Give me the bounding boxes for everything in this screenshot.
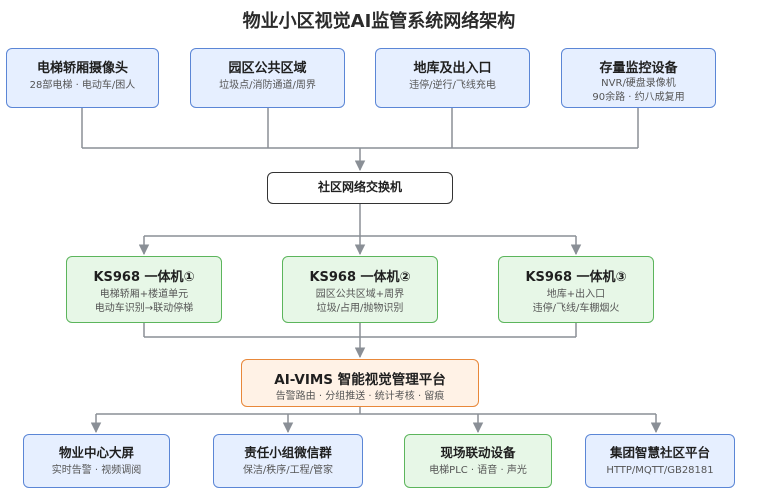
platform-sub: 告警路由 · 分组推送 · 统计考核 · 留痕 [275,391,445,402]
source-sub: 垃圾点/消防通道/周界 [219,80,316,91]
source-elevator-cameras: 电梯轿厢摄像头 28部电梯 · 电动车/困人 [6,48,159,108]
unit-title: KS968 一体机③ [525,270,627,285]
output-group-platform: 集团智慧社区平台 HTTP/MQTT/GB28181 [585,434,735,488]
output-sub: 电梯PLC · 语音 · 声光 [429,465,527,476]
source-sub: 28部电梯 · 电动车/困人 [29,80,136,91]
source-legacy-devices: 存量监控设备 NVR/硬盘录像机 90余路 · 约八成复用 [561,48,716,108]
source-sub: NVR/硬盘录像机 [601,78,676,89]
source-garage-entrance: 地库及出入口 违停/逆行/飞线充电 [375,48,530,108]
network-switch: 社区网络交换机 [267,172,453,204]
source-title: 存量监控设备 [599,61,678,76]
switch-title: 社区网络交换机 [317,180,402,194]
output-sub: 实时告警 · 视频调阅 [51,465,142,476]
source-title: 园区公共区域 [228,61,307,76]
output-title: 物业中心大屏 [58,445,134,460]
unit-sub-2: 电动车识别→联动停梯 [94,303,194,314]
ks968-unit-3: KS968 一体机③ 地库+出入口 违停/飞线/车棚烟火 [498,256,654,323]
platform-title: AI-VIMS 智能视觉管理平台 [274,372,446,388]
source-title: 地库及出入口 [413,61,492,76]
unit-sub: 电梯轿厢+楼道单元 [99,289,189,300]
output-title: 现场联动设备 [440,445,516,460]
unit-title: KS968 一体机② [309,270,411,285]
ks968-unit-1: KS968 一体机① 电梯轿厢+楼道单元 电动车识别→联动停梯 [66,256,222,323]
output-title: 责任小组微信群 [244,445,332,460]
output-sub: 保洁/秩序/工程/管家 [242,465,334,476]
unit-sub-2: 垃圾/占用/抛物识别 [316,303,404,314]
source-sub: 违停/逆行/飞线充电 [409,80,496,91]
source-sub-2: 90余路 · 约八成复用 [592,92,685,103]
unit-title: KS968 一体机① [93,270,195,285]
unit-sub: 园区公共区域+周界 [315,289,405,300]
output-sub: HTTP/MQTT/GB28181 [606,465,714,476]
output-title: 集团智慧社区平台 [609,445,710,460]
output-property-screen: 物业中心大屏 实时告警 · 视频调阅 [23,434,170,488]
source-title: 电梯轿厢摄像头 [36,61,128,76]
diagram-title: 物业小区视觉AI监管系统网络架构 [242,11,516,32]
unit-sub: 地库+出入口 [546,289,606,300]
ai-vims-platform: AI-VIMS 智能视觉管理平台 告警路由 · 分组推送 · 统计考核 · 留痕 [241,359,479,407]
output-field-devices: 现场联动设备 电梯PLC · 语音 · 声光 [404,434,552,488]
source-public-area: 园区公共区域 垃圾点/消防通道/周界 [190,48,345,108]
output-wechat-group: 责任小组微信群 保洁/秩序/工程/管家 [213,434,363,488]
ks968-unit-2: KS968 一体机② 园区公共区域+周界 垃圾/占用/抛物识别 [282,256,438,323]
unit-sub-2: 违停/飞线/车棚烟火 [532,303,620,314]
